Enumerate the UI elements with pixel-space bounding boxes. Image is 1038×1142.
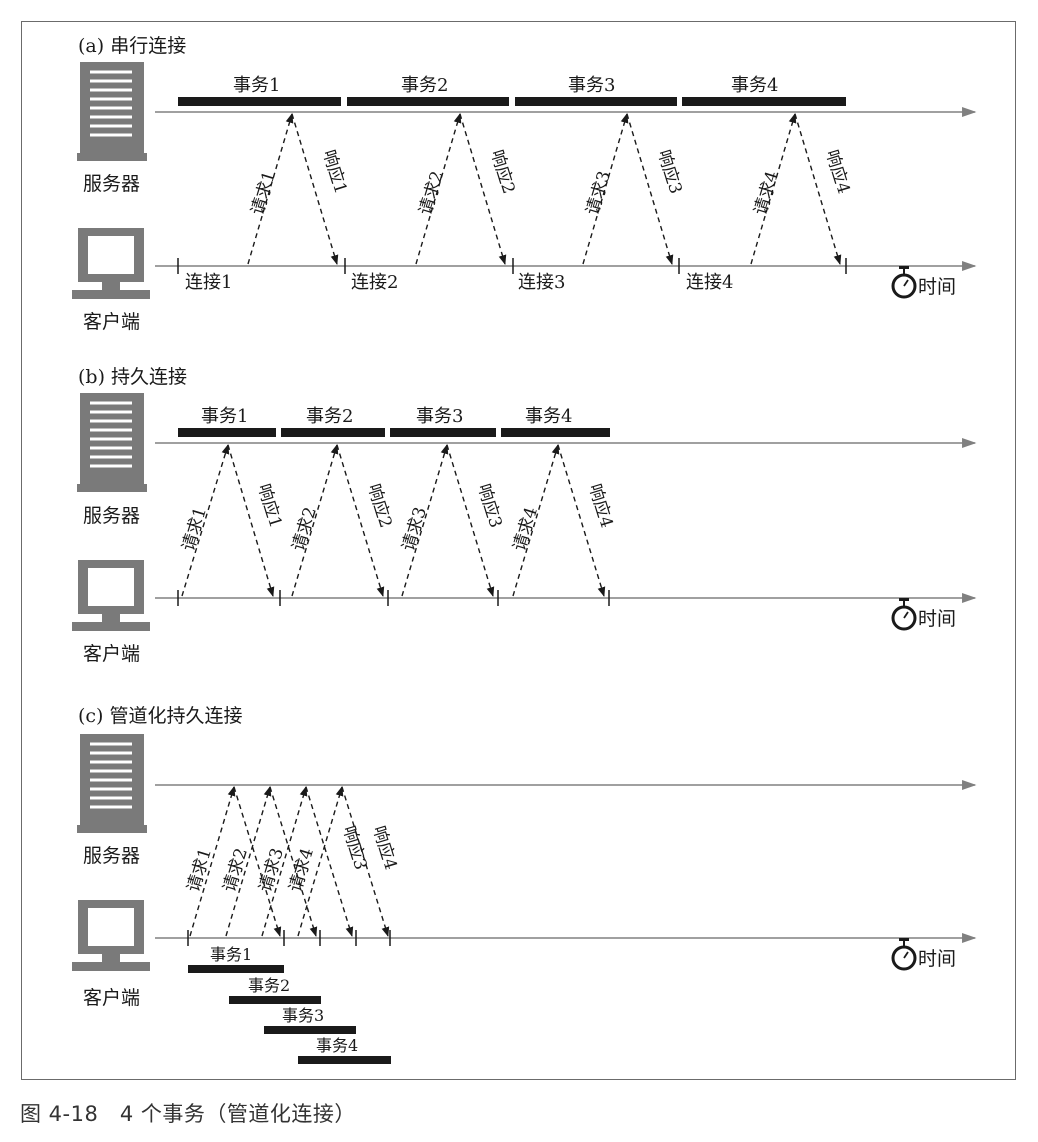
panel-c: (c) 管道化持久连接 服务器 客户端: [72, 705, 977, 1064]
connection-ticks: [187, 930, 391, 946]
server-label: 服务器: [83, 845, 140, 867]
transaction-label: 事务1: [233, 75, 280, 96]
transaction-bars: 事务1 事务2 事务3 事务4: [178, 406, 610, 437]
transaction-bar: [515, 97, 677, 106]
panel-title: (c) 管道化持久连接: [78, 705, 243, 727]
time-label: 时间: [918, 276, 956, 298]
transaction-bar: [188, 965, 284, 973]
transaction-bars: 事务1 事务2 事务3 事务4: [188, 945, 391, 1064]
response-arrows: [291, 113, 842, 265]
response-label: 响应1: [318, 148, 350, 197]
transaction-label: 事务2: [401, 75, 448, 96]
stopwatch-icon: [891, 598, 917, 631]
response-label: 响应4: [821, 148, 853, 197]
transaction-bar: [298, 1056, 391, 1064]
response-label: 响应3: [473, 482, 505, 531]
server-icon: [77, 393, 147, 492]
transaction-bar: [264, 1026, 356, 1034]
transaction-bar: [281, 428, 385, 437]
panel-b: (b) 持久连接 服务器 客户端 事务1: [72, 366, 977, 665]
figure-caption: 图 4-18 4 个事务（管道化连接）: [20, 1102, 356, 1126]
request-label: 请求2: [416, 169, 448, 218]
transaction-label: 事务4: [525, 406, 572, 427]
computer-monitor-icon: [72, 900, 150, 971]
transaction-bars: 事务1 事务2 事务3 事务4: [178, 75, 846, 106]
transaction-label: 事务1: [201, 406, 248, 427]
connection-label: 连接1: [185, 272, 232, 293]
request-label: 请求2: [289, 505, 321, 554]
transaction-label: 事务3: [568, 75, 615, 96]
client-label: 客户端: [83, 643, 140, 665]
transaction-label: 事务4: [316, 1036, 358, 1055]
transaction-bar: [682, 97, 846, 106]
panel-a: (a) 串行连接 服务器 客户端 事务1: [72, 35, 977, 333]
stopwatch-icon: [891, 266, 917, 299]
request-label: 请求3: [399, 505, 431, 554]
client-label: 客户端: [83, 987, 140, 1009]
time-label: 时间: [918, 608, 956, 630]
transaction-bar: [347, 97, 509, 106]
request-label: 请求1: [184, 846, 216, 895]
connection-label: 连接4: [686, 272, 733, 293]
transaction-label: 事务2: [306, 406, 353, 427]
panel-title: (b) 持久连接: [78, 366, 187, 388]
connection-label: 连接2: [351, 272, 398, 293]
panel-title: (a) 串行连接: [78, 35, 186, 57]
request-label: 请求1: [179, 505, 211, 554]
computer-monitor-icon: [72, 560, 150, 631]
figure-frame: [21, 21, 1016, 1080]
response-label: 响应1: [253, 482, 285, 531]
transaction-bar: [229, 996, 321, 1004]
client-label: 客户端: [83, 311, 140, 333]
server-label: 服务器: [83, 505, 140, 527]
request-label: 请求3: [583, 169, 615, 218]
server-icon: [77, 62, 147, 161]
response-label: 响应4: [368, 824, 400, 873]
server-label: 服务器: [83, 173, 140, 195]
transaction-label: 事务3: [282, 1006, 324, 1025]
stopwatch-icon: [891, 938, 917, 971]
response-label: 响应3: [338, 824, 370, 873]
transaction-label: 事务1: [210, 945, 252, 964]
transaction-bar: [178, 428, 276, 437]
computer-monitor-icon: [72, 228, 150, 299]
request-label: 请求2: [220, 846, 252, 895]
response-label: 响应3: [653, 148, 685, 197]
response-label: 响应4: [584, 482, 616, 531]
transaction-bar: [178, 97, 341, 106]
request-label: 请求3: [256, 846, 288, 895]
request-label: 请求4: [751, 169, 783, 218]
request-label: 请求1: [248, 169, 280, 218]
connection-ticks: [177, 258, 847, 274]
diagram: (a) 串行连接 服务器 客户端 事务1: [72, 35, 977, 1064]
connection-label: 连接3: [518, 272, 565, 293]
connection-ticks: [177, 590, 610, 606]
transaction-bar: [390, 428, 496, 437]
request-label: 请求4: [510, 505, 542, 554]
request-arrows: [247, 113, 797, 265]
transaction-label: 事务2: [248, 976, 290, 995]
response-label: 响应2: [486, 148, 518, 197]
time-label: 时间: [918, 948, 956, 970]
response-arrows: [233, 786, 390, 937]
request-label: 请求4: [286, 846, 318, 895]
transaction-label: 事务4: [731, 75, 778, 96]
server-icon: [77, 734, 147, 833]
transaction-bar: [501, 428, 610, 437]
request-arrows: [189, 786, 344, 937]
response-label: 响应2: [363, 482, 395, 531]
transaction-label: 事务3: [416, 406, 463, 427]
